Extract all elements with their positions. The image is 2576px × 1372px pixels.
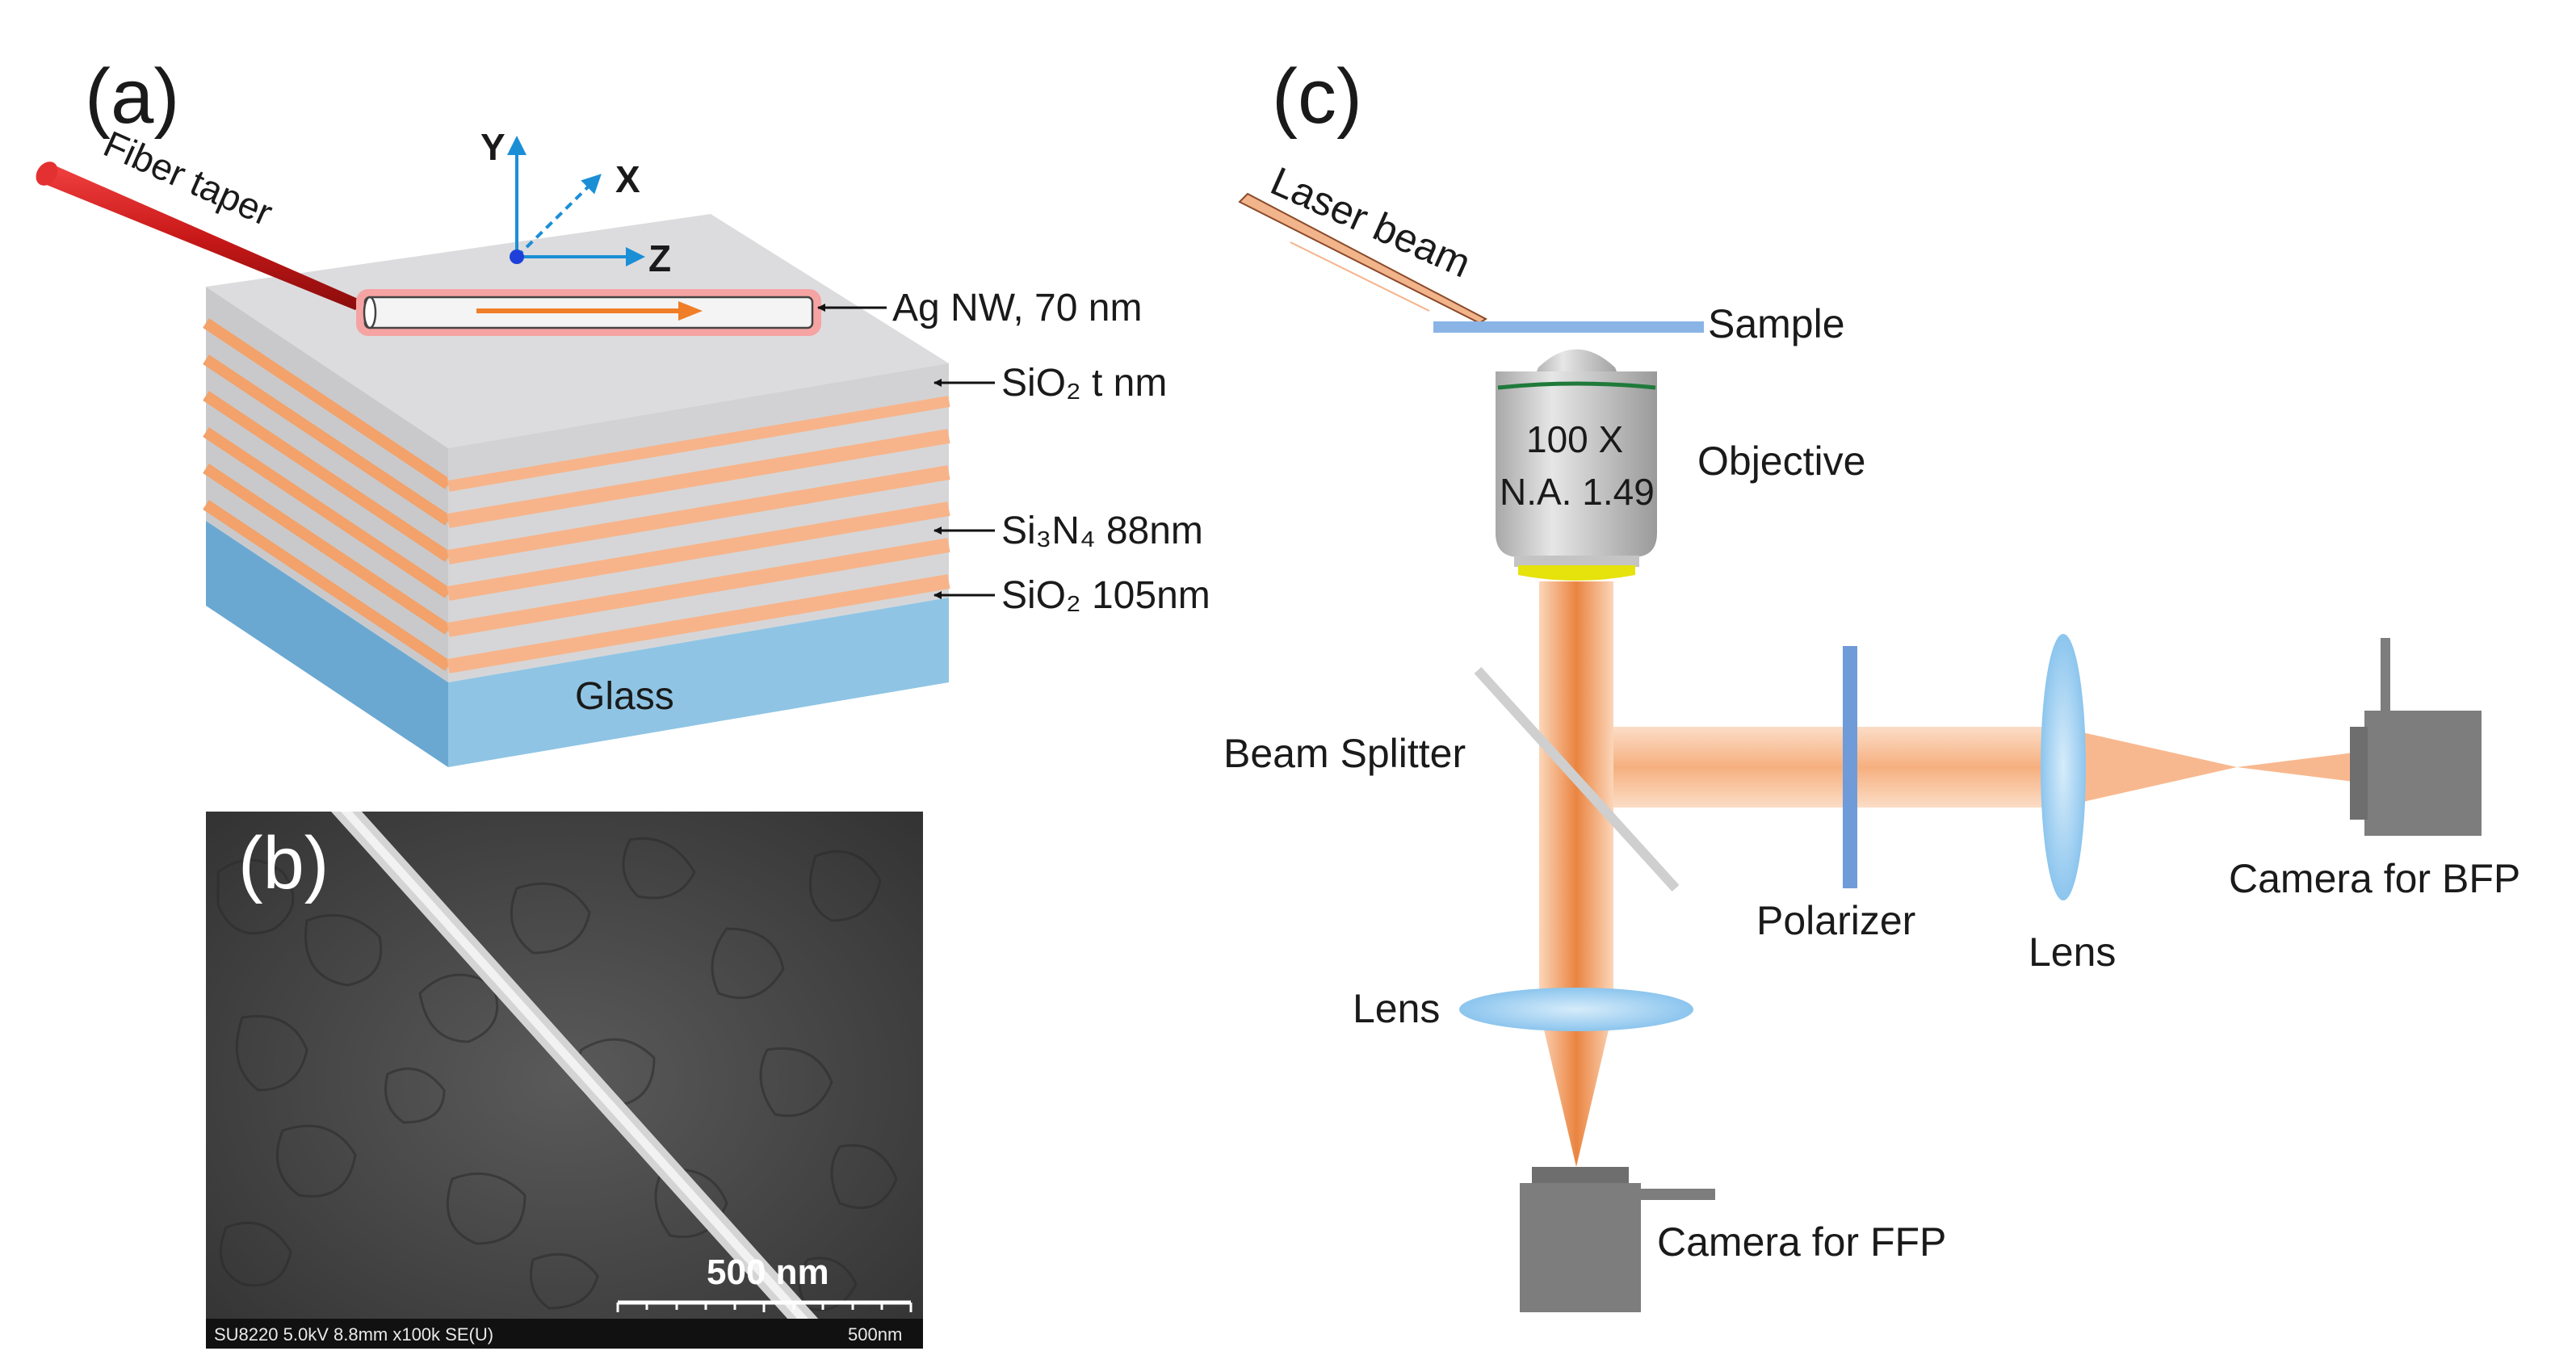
beam-splitter-label: Beam Splitter [1223,731,1466,776]
objective-base [1518,565,1635,581]
camera-bfp-lens [2350,727,2368,820]
lens-bottom [1459,988,1693,1031]
camera-bfp-post [2381,638,2390,715]
objective-na: N.A. 1.49 [1500,471,1655,513]
objective-ring [1497,381,1656,390]
laser-beam-hint [1290,241,1430,312]
glass-label: Glass [575,675,674,718]
glass-right [448,598,949,767]
axis-x [515,174,602,258]
beam-splitter [1474,666,1680,892]
sem-grain-texture [216,837,898,1311]
sem-nanowire-highlight [341,812,810,1320]
camera-bfp-body [2364,711,2482,836]
beam-horizontal [1613,727,2058,808]
camera-bfp-label: Camera for BFP [2229,856,2520,901]
stack-stripes-right [447,392,950,673]
lens-bottom-label: Lens [1353,986,1440,1031]
objective-neck [1514,556,1639,567]
scale-bar-label: 500 nm [707,1252,829,1292]
silver-nanowire [356,289,821,336]
camera-ffp-label: Camera for FFP [1657,1219,1946,1265]
panel-c: (c) Laser beam Sample 100 X N.A. 1.49 Ob… [1223,53,2520,1312]
laser-beam [1238,192,1488,325]
camera-ffp-post [1641,1189,1715,1200]
objective-body [1496,371,1657,557]
beam-diverge-bfp [2237,753,2354,782]
spacer-band [448,363,949,480]
glass-front [206,521,448,767]
sem-info-left: SU8220 5.0kV 8.8mm x100k SE(U) [214,1324,493,1345]
panel-b: (b) 500 nm SU8220 5.0kV 8.8mm x100k SE(U… [206,812,923,1349]
sample-slide [1433,321,1704,333]
multilayer-stack [203,214,950,767]
camera-ffp-body [1520,1183,1641,1312]
layer1-label: Si₃N₄ 88nm [1001,510,1203,552]
stack-stripes-front [203,318,451,671]
beam-vertical [1539,581,1613,1009]
fiber-taper: Fiber taper [36,123,362,310]
objective-magnification: 100 X [1526,418,1623,460]
beam-converge-ffp [1539,1009,1613,1167]
objective: 100 X N.A. 1.49 [1496,349,1657,581]
sem-info-right: 500nm [848,1324,902,1345]
sample-label: Sample [1708,301,1845,346]
objective-label: Objective [1697,438,1865,484]
beam-converge-bfp [2058,727,2237,808]
panel-b-label: (b) [238,822,329,904]
sem-info-bar [206,1319,923,1349]
camera-bfp [2350,638,2482,836]
panel-a: (a) [36,53,1210,767]
panel-c-label: (c) [1272,53,1362,140]
polarizer [1843,646,1857,888]
axis-y-label: Y [480,126,506,168]
axis-origin [510,250,524,264]
scale-bar-ticks [616,1303,913,1312]
camera-ffp [1520,1167,1715,1312]
propagation-arrow-head [678,301,703,321]
fiber-taper-body [39,166,362,310]
axis-x-label: X [615,158,640,200]
lens-right-label: Lens [2028,929,2116,975]
panel-a-label: (a) [85,53,179,140]
sem-image [206,812,923,1349]
fiber-taper-end [36,162,58,186]
layer2-label: SiO₂ 105nm [1001,574,1210,617]
lens-right [2041,634,2086,900]
fiber-taper-label: Fiber taper [98,123,279,234]
polarizer-label: Polarizer [1756,898,1915,943]
axis-z-label: Z [648,237,671,279]
coordinate-axes [507,136,645,266]
spacer-label: SiO₂ t nm [1001,362,1167,405]
nanowire-label: Ag NW, 70 nm [892,287,1142,329]
